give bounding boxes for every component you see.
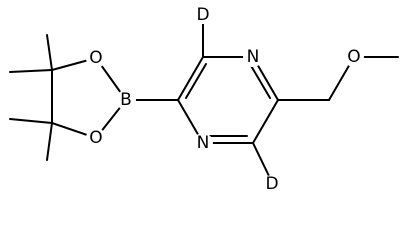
atom-labels: B O O N N D D O xyxy=(86,5,364,194)
bond-methyl-2 xyxy=(9,69,53,73)
bond-methyl-4 xyxy=(46,122,53,161)
atom-oxygen-top: O xyxy=(86,48,106,68)
bond-c2-c3-inner xyxy=(185,63,207,99)
atom-deuterium-top: D xyxy=(194,5,212,25)
nitrogen-bottom-label: N xyxy=(197,133,210,153)
boron-label: B xyxy=(120,90,132,110)
deuterium-bottom-label: D xyxy=(265,174,278,194)
bond-c5-c6 xyxy=(252,99,279,144)
bond-n4-c5-inner xyxy=(249,63,271,99)
bond-c6-d xyxy=(252,142,270,177)
atom-boron: B xyxy=(116,90,136,110)
bond-c2-c3 xyxy=(177,56,204,101)
nitrogen-top-label: N xyxy=(247,47,260,67)
oxygen-bottom-label: O xyxy=(89,128,102,148)
deuterium-top-label: D xyxy=(196,5,209,25)
chemical-structure: B O O N N D D O xyxy=(9,5,399,194)
atom-oxygen-bottom: O xyxy=(86,128,106,148)
bond-methyl-1 xyxy=(46,34,53,71)
atom-nitrogen-top: N xyxy=(243,47,263,67)
oxygen-top-label: O xyxy=(89,48,102,68)
bonds xyxy=(9,23,399,177)
atom-deuterium-bottom: D xyxy=(263,174,281,194)
methoxy-oxygen-label: O xyxy=(347,47,360,67)
atom-methoxy-oxygen: O xyxy=(344,47,364,67)
bond-methyl-3 xyxy=(9,118,53,124)
atom-nitrogen-bottom: N xyxy=(193,133,213,153)
